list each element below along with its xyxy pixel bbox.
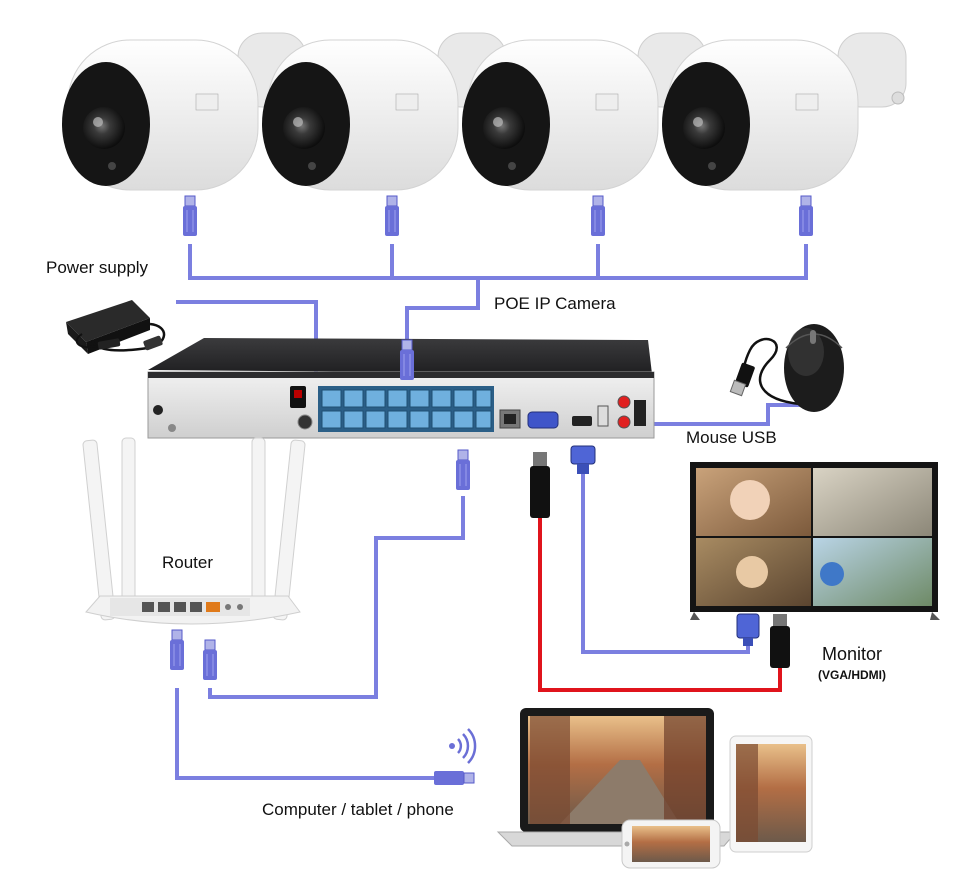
power-adapter-icon — [66, 300, 166, 354]
monitor-label: Monitor — [822, 644, 883, 664]
camera-icon — [462, 32, 707, 191]
vga-connector-icon — [570, 445, 596, 474]
rj45-connector-icon — [799, 195, 813, 236]
hdmi-connector-icon — [770, 614, 790, 668]
rj45-connector-icon — [385, 195, 399, 236]
clients-label: Computer / tablet / phone — [262, 800, 454, 819]
monitor-sub-label: (VGA/HDMI) — [818, 668, 886, 682]
hdmi-connector-icon — [530, 452, 550, 518]
phone-icon — [621, 819, 721, 869]
rj45-connector-icon — [400, 339, 414, 380]
rj45-connector-icon — [456, 449, 470, 490]
monitor-feed-2 — [813, 468, 932, 536]
camera-bus-cable — [188, 244, 808, 280]
camera-rj45-connectors — [183, 195, 813, 236]
mouse-cable — [640, 403, 800, 426]
rj45-connector-icon — [170, 629, 184, 670]
vga-connector-icon — [736, 613, 760, 646]
rj45-connector-icon — [183, 195, 197, 236]
nvr-router-cable — [208, 496, 465, 699]
mouse-usb-label: Mouse USB — [686, 428, 777, 447]
router-icon — [82, 437, 306, 625]
router-label: Router — [162, 553, 214, 572]
wifi-icon — [449, 728, 477, 764]
monitor-icon — [690, 462, 940, 620]
power-supply-label: Power supply — [46, 258, 149, 277]
camera-icon — [662, 32, 907, 191]
poe-ip-camera-label: POE IP Camera — [494, 294, 616, 313]
rj45-connector-icon — [434, 771, 475, 785]
tablet-icon — [729, 735, 813, 853]
usb-plug-icon — [729, 362, 755, 397]
poe-uplink-cable — [405, 278, 480, 340]
camera-icon — [262, 32, 507, 191]
router-client-cable — [175, 688, 436, 780]
mouse-icon — [784, 324, 844, 412]
hdmi-cable — [538, 516, 782, 692]
rj45-connector-icon — [203, 639, 217, 680]
rj45-connector-icon — [591, 195, 605, 236]
ip-cameras — [62, 32, 907, 191]
